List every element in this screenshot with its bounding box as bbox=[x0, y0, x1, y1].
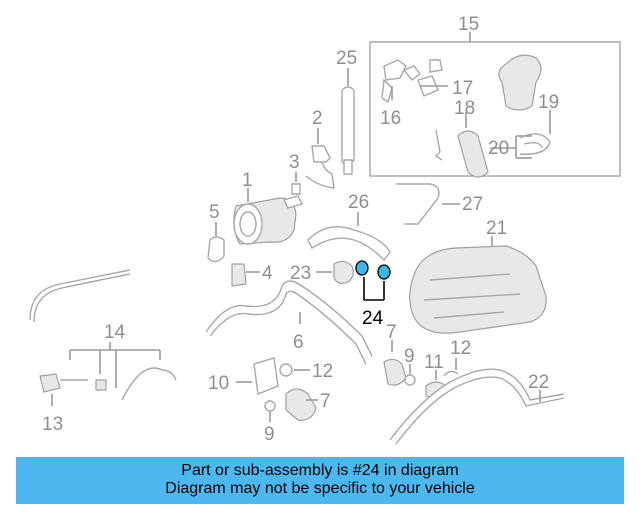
caption-line-1: Part or sub-assembly is #24 in diagram bbox=[181, 462, 459, 479]
callout-9-upper: 9 bbox=[404, 346, 415, 367]
part-12-left bbox=[279, 363, 310, 377]
callout-2: 2 bbox=[312, 108, 323, 129]
part-23 bbox=[316, 260, 354, 284]
callout-12-left: 12 bbox=[312, 361, 333, 382]
part-25 bbox=[307, 212, 391, 262]
part-27 bbox=[396, 183, 460, 225]
caption-line-2: Diagram may not be specific to your vehi… bbox=[165, 480, 475, 497]
callout-17: 17 bbox=[452, 78, 473, 99]
callout-21: 21 bbox=[486, 218, 507, 239]
part-3 bbox=[291, 172, 301, 195]
part-5 bbox=[207, 222, 225, 263]
callout-4: 4 bbox=[262, 263, 273, 284]
callout-20: 20 bbox=[488, 138, 509, 159]
callout-24: 24 bbox=[362, 308, 384, 329]
part-group-15 bbox=[369, 32, 621, 178]
part-12-right bbox=[443, 358, 459, 377]
callout-10: 10 bbox=[208, 373, 229, 394]
part-13 bbox=[39, 373, 88, 406]
parts-diagram: 15 25 17 16 18 19 20 2 3 1 27 26 5 21 4 … bbox=[29, 14, 621, 445]
callout-labels: 15 25 17 16 18 19 20 2 3 1 27 26 5 21 4 … bbox=[42, 14, 559, 445]
part-6 bbox=[205, 280, 373, 365]
callout-23: 23 bbox=[290, 263, 311, 284]
callout-13: 13 bbox=[42, 414, 63, 435]
part-9-lower bbox=[264, 400, 276, 422]
part-4 bbox=[231, 263, 260, 287]
callout-7: 7 bbox=[320, 391, 331, 412]
part-7 bbox=[285, 388, 318, 421]
part-10 bbox=[236, 357, 279, 395]
callout-1: 1 bbox=[242, 170, 253, 191]
part-8 bbox=[383, 340, 407, 386]
callout-18: 18 bbox=[454, 98, 475, 119]
part-24 bbox=[355, 260, 391, 301]
callout-8: 7 bbox=[386, 322, 397, 343]
caption-banner: Part or sub-assembly is #24 in diagram D… bbox=[16, 457, 624, 504]
part-26 bbox=[341, 68, 355, 175]
callout-14: 14 bbox=[104, 322, 126, 343]
part-1 bbox=[233, 188, 304, 245]
callout-12-right: 12 bbox=[450, 338, 471, 359]
part-9-upper bbox=[404, 364, 416, 386]
callout-3: 3 bbox=[289, 152, 300, 173]
callout-27: 27 bbox=[462, 194, 483, 215]
callout-6: 6 bbox=[293, 332, 304, 353]
callout-26: 25 bbox=[336, 48, 357, 69]
callout-9-lower: 9 bbox=[264, 424, 275, 445]
callout-15: 15 bbox=[458, 14, 479, 35]
callout-25: 26 bbox=[348, 192, 369, 213]
callout-5: 5 bbox=[209, 202, 220, 223]
part-21 bbox=[409, 236, 547, 334]
part-2 bbox=[305, 128, 335, 189]
callout-16: 16 bbox=[380, 108, 401, 129]
callout-11: 11 bbox=[424, 352, 444, 373]
callout-19: 19 bbox=[538, 92, 559, 113]
callout-22: 22 bbox=[528, 372, 549, 393]
part-22 bbox=[389, 368, 565, 445]
part-14 bbox=[29, 269, 177, 401]
